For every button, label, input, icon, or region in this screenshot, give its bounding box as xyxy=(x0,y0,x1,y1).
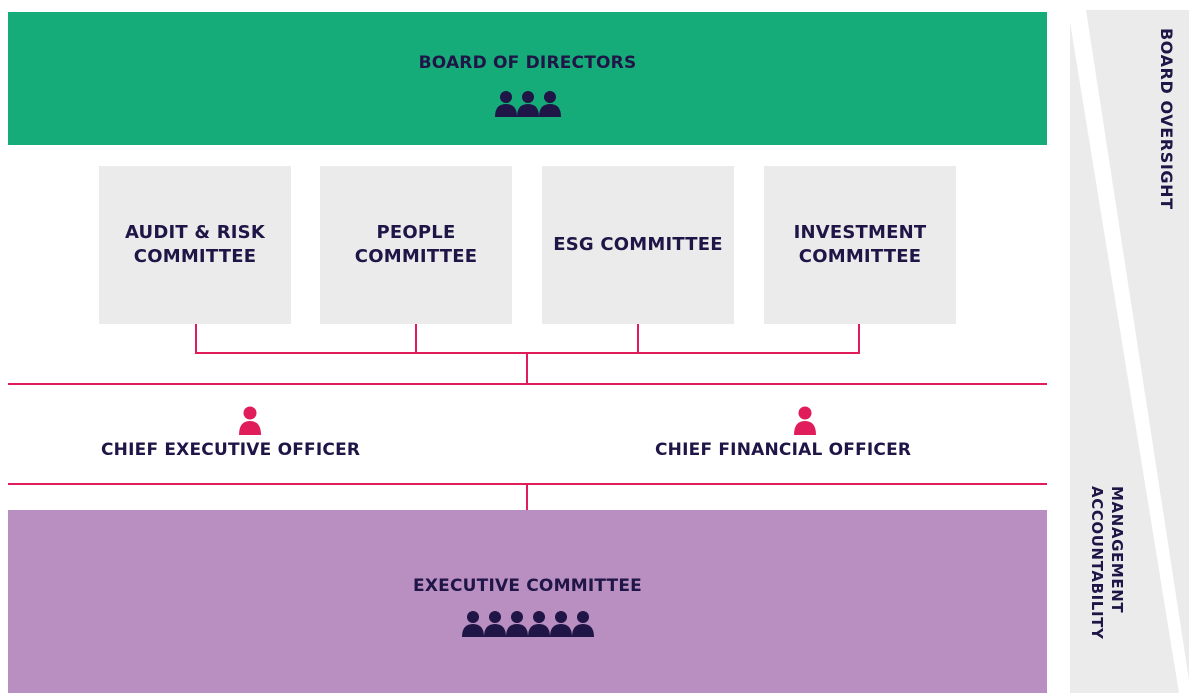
committee-people: PEOPLE COMMITTEE xyxy=(320,166,512,324)
connector-line xyxy=(858,324,860,353)
management-accountability-label: MANAGEMENT ACCOUNTABILITY xyxy=(1088,486,1126,640)
board-oversight-label: BOARD OVERSIGHT xyxy=(1157,28,1176,210)
person-icon xyxy=(794,406,816,439)
committee-label: AUDIT & RISK COMMITTEE xyxy=(124,222,265,267)
ceo-title: CHIEF EXECUTIVE OFFICER xyxy=(101,440,361,460)
connector-line xyxy=(415,324,417,353)
connector-line xyxy=(195,324,197,353)
person-icon xyxy=(239,406,261,439)
committee-label: PEOPLE COMMITTEE xyxy=(354,222,478,267)
board-title: BOARD OF DIRECTORS xyxy=(418,53,637,73)
executive-committee-title: EXECUTIVE COMMITTEE xyxy=(413,576,642,596)
committee-investment: INVESTMENT COMMITTEE xyxy=(764,166,956,324)
committee-label: ESG COMMITTEE xyxy=(553,234,723,255)
divider-line xyxy=(8,383,1047,385)
committee-audit-risk: AUDIT & RISK COMMITTEE xyxy=(99,166,291,324)
board-people-icon xyxy=(8,90,1047,118)
committee-label: INVESTMENT COMMITTEE xyxy=(793,222,927,267)
oversight-accountability-wedge xyxy=(1070,10,1189,693)
connector-line xyxy=(526,483,528,511)
connector-line xyxy=(637,324,639,353)
board-of-directors-box: BOARD OF DIRECTORS xyxy=(8,12,1047,145)
cfo-title: CHIEF FINANCIAL OFFICER xyxy=(655,440,912,460)
executive-people-icon xyxy=(8,610,1047,638)
committee-esg: ESG COMMITTEE xyxy=(542,166,734,324)
executive-committee-box: EXECUTIVE COMMITTEE xyxy=(8,510,1047,693)
connector-line xyxy=(526,352,528,384)
